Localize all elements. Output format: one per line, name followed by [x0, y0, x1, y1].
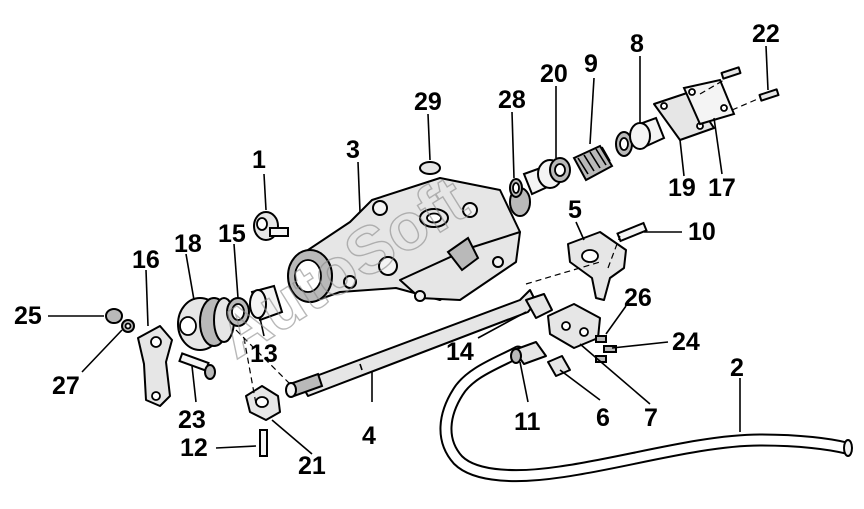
callout-17: 17 — [708, 174, 736, 202]
cover-plate-part-17 — [682, 78, 736, 126]
elbow-fitting-part-6 — [547, 355, 571, 377]
callout-14: 14 — [446, 338, 474, 366]
callout-3: 3 — [346, 136, 360, 164]
callout-28: 28 — [498, 86, 526, 114]
callout-24: 24 — [672, 328, 700, 356]
washer-part-27 — [121, 319, 135, 333]
pulley-part-18 — [177, 297, 235, 351]
bolt-part-23 — [178, 352, 216, 380]
callout-25: 25 — [14, 302, 42, 330]
clamp-part-21 — [245, 385, 281, 421]
callout-1: 1 — [252, 146, 266, 174]
callout-26: 26 — [624, 284, 652, 312]
callout-22: 22 — [752, 20, 780, 48]
callout-21: 21 — [298, 452, 326, 480]
callout-19: 19 — [668, 174, 696, 202]
screw-part-24 — [595, 345, 617, 363]
pin-part-10 — [616, 221, 648, 243]
callout-29: 29 — [414, 88, 442, 116]
callout-5: 5 — [568, 196, 582, 224]
sleeve-part-13 — [249, 284, 284, 322]
assembly-guide-lines — [235, 235, 621, 405]
callout-20: 20 — [540, 60, 568, 88]
callout-7: 7 — [644, 404, 658, 432]
fitting-part-11 — [510, 341, 547, 365]
callout-13: 13 — [250, 340, 278, 368]
plug-part-29 — [419, 161, 441, 175]
yoke-part-5 — [567, 231, 627, 301]
bushing-part-20 — [522, 157, 571, 196]
lever-arm-part-16 — [137, 325, 173, 407]
nut-part-25 — [105, 308, 123, 324]
callout-8: 8 — [630, 30, 644, 58]
callout-18: 18 — [174, 230, 202, 258]
gear-housing-part-3 — [287, 177, 531, 303]
callout-10: 10 — [688, 218, 716, 246]
valve-block-part-7 — [547, 303, 601, 349]
leader-lines — [48, 45, 769, 455]
callout-23: 23 — [178, 406, 206, 434]
clip-part-14 — [525, 293, 553, 319]
callout-11: 11 — [514, 408, 541, 436]
callout-labels: 1 2 3 4 5 6 7 8 9 10 11 12 13 14 15 16 1… — [14, 20, 780, 480]
screw-part-26 — [595, 335, 607, 343]
spring-part-9 — [572, 144, 614, 182]
callout-12: 12 — [180, 434, 208, 462]
callout-6: 6 — [596, 404, 610, 432]
callout-15: 15 — [218, 220, 246, 248]
o-ring-part-28 — [509, 178, 523, 198]
bolts-part-22 — [699, 66, 780, 111]
callout-16: 16 — [132, 246, 160, 274]
callout-9: 9 — [584, 50, 598, 78]
cap-part-1 — [253, 211, 289, 241]
hose-part-2 — [439, 345, 853, 483]
callout-4: 4 — [362, 422, 376, 450]
pin-part-12 — [259, 429, 268, 457]
callout-27: 27 — [52, 372, 80, 400]
sleeve-part-8 — [615, 116, 666, 157]
callout-2: 2 — [730, 354, 744, 382]
cover-plate-part-19 — [653, 91, 715, 141]
